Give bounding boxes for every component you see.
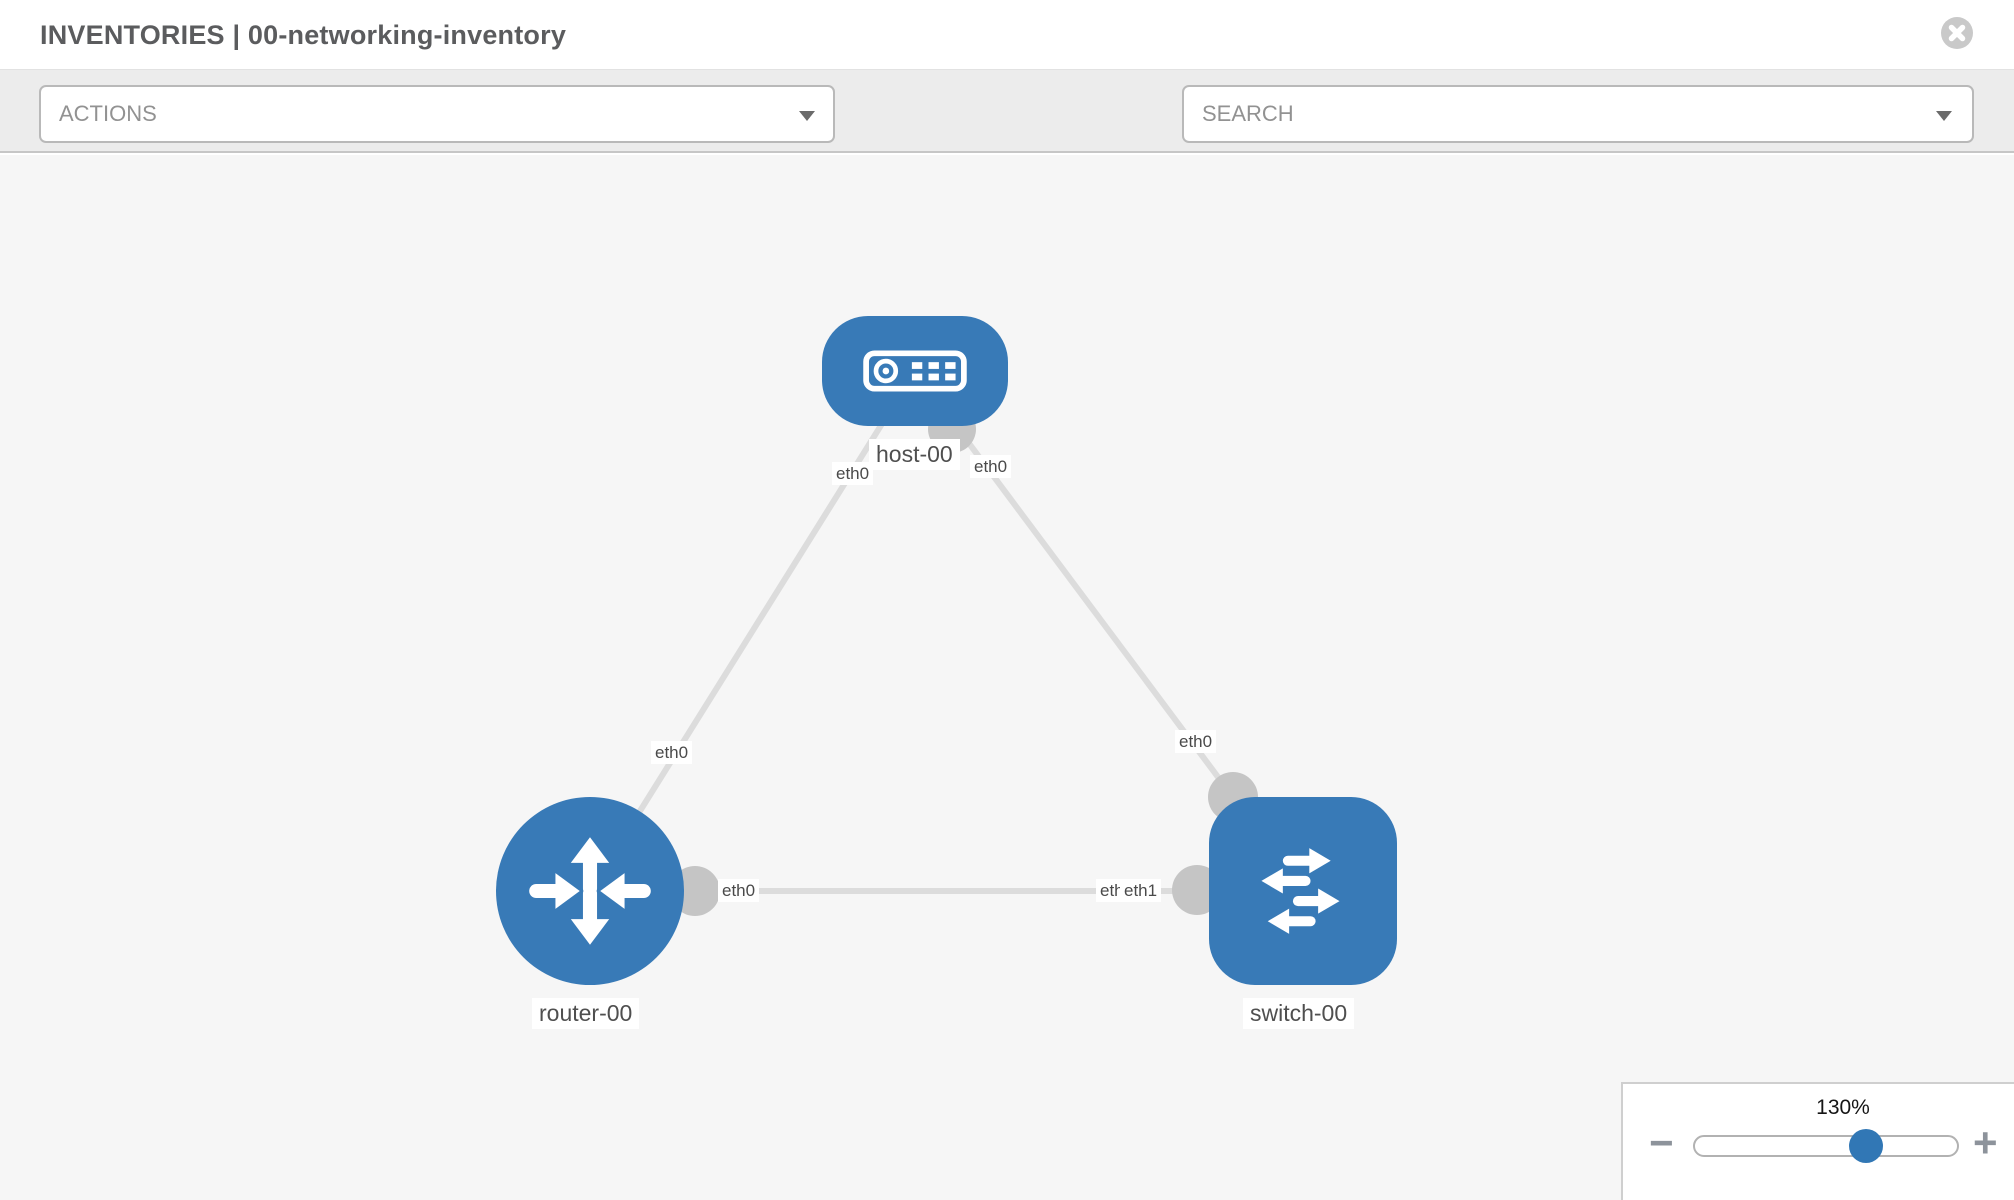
chevron-down-icon [1936,111,1952,121]
chevron-down-icon [799,111,815,121]
topology-canvas[interactable]: host-00 router-00 switch-00 eth0 eth0 et… [0,155,2014,1200]
actions-dropdown-label: ACTIONS [59,101,157,126]
host-icon [863,350,967,392]
interface-label-host-router-hostend: eth0 [832,462,874,485]
router-icon [529,837,651,945]
node-label-host: host-00 [869,439,960,470]
zoom-slider-thumb[interactable] [1849,1129,1883,1163]
interface-label-host-switch-hostend: eth0 [970,455,1012,478]
search-placeholder: SEARCH [1202,101,1294,126]
close-button[interactable] [1940,16,1974,50]
node-router[interactable] [496,797,684,985]
toolbar: ACTIONS SEARCH [0,70,2014,199]
interface-label-router-switch-switchend: eth1 [1120,879,1162,902]
search-dropdown[interactable]: SEARCH [1182,85,1974,143]
zoom-in-button[interactable]: + [1973,1119,1998,1166]
interface-label-router-switch-routerend: eth0 [718,879,760,902]
interface-label-host-switch-switchend: eth0 [1175,730,1217,753]
page-title: INVENTORIES | 00-networking-inventory [40,20,567,50]
node-label-switch: switch-00 [1243,998,1355,1029]
node-label-router: router-00 [532,998,640,1029]
topology-links-layer [587,369,1306,916]
header: INVENTORIES | 00-networking-inventory [0,0,2014,70]
interface-label-host-router-routerend: eth0 [651,741,693,764]
close-icon [1941,17,1973,49]
zoom-panel: 130% − + [1621,1082,2014,1200]
node-switch[interactable] [1209,797,1397,985]
switch-icon [1261,848,1340,934]
link-host-router[interactable] [587,369,918,893]
actions-dropdown[interactable]: ACTIONS [39,85,835,143]
zoom-level: 130% [1816,1096,1870,1119]
zoom-slider[interactable] [1693,1129,1959,1163]
zoom-out-button[interactable]: − [1649,1119,1674,1166]
node-host[interactable] [822,316,1008,426]
